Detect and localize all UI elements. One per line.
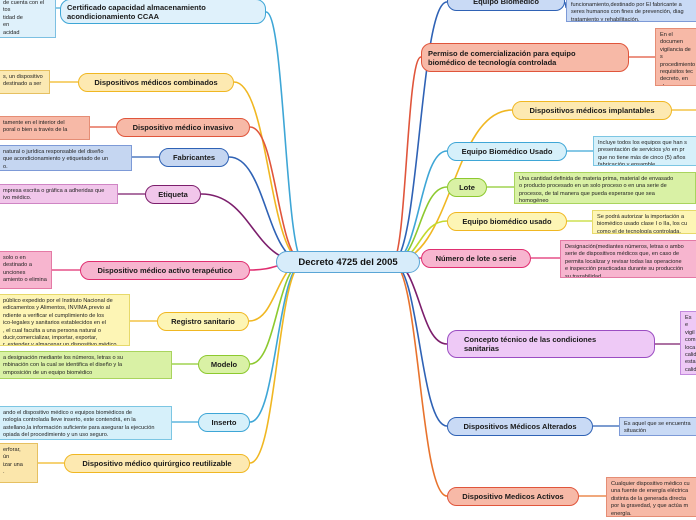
connector-10 [391,1,448,263]
note-numero-lote-serie: Designación(mediantes números, letras o … [560,240,696,278]
node-medicos-activos[interactable]: Dispositivo Medicos Activos [447,487,579,506]
connector-7 [249,261,305,365]
node-registro-sanitario[interactable]: Registro sanitario [157,312,249,331]
node-quirurgico-reutilizable[interactable]: Dispositivo médico quirúrgico reutilizab… [64,454,250,473]
note-medicos-activos: Cualquier dispositivo médico cu una fuen… [606,477,696,517]
note-dispositivos-combinados: s, un dispositivo destinado a ser [0,70,50,94]
node-equipo-usado[interactable]: Equipo Biomédico Usado [447,142,567,161]
note-lote: Una cantidad definida de materia prima, … [514,172,696,204]
note-certificado-ccaa: de cuenta con el tos tidad de en acidad [0,0,56,38]
connector-18 [391,261,448,427]
node-dispositivos-combinados[interactable]: Dispositivos médicos combinados [78,73,234,92]
connector-3 [228,156,305,263]
node-equipo-biomedico-usado[interactable]: Equipo biomédico usado [447,212,567,231]
connector-0 [265,11,305,263]
node-permiso-comercializacion[interactable]: Permiso de comercialización para equipo … [421,43,629,72]
note-quirurgico-reutilizable: erforar, ún izar una . [0,443,38,483]
node-alterados[interactable]: Dispositivos Médicos Alterados [447,417,593,436]
note-fabricantes: natural o jurídica responsable del diseñ… [0,145,132,171]
node-etiqueta[interactable]: Etiqueta [145,185,201,204]
connector-19 [391,261,448,497]
node-modelo[interactable]: Modelo [198,355,250,374]
note-registro-sanitario: público expedido por el Instituto Nacion… [0,294,130,346]
note-equipo-usado: Incluye todos los equipos que han s pres… [593,136,696,166]
note-equipo-biomedico-usado: Se podrá autorizar la importación a biom… [592,210,696,234]
node-activo-terapeutico[interactable]: Dispositivo médico activo terapéutico [80,261,250,280]
note-connector-10 [564,1,567,9]
node-fabricantes[interactable]: Fabricantes [159,148,229,167]
node-certificado-ccaa[interactable]: Certificado capacidad almacenamiento aco… [60,0,266,24]
connector-17 [391,261,448,345]
connector-13 [391,150,448,263]
note-activo-terapeutico: solo o en destinado a unciones amiento o… [0,251,52,289]
note-concepto-tecnico: Es e vigil com loca calid esta calid tan… [680,311,696,375]
node-numero-lote-serie[interactable]: Número de lote o serie [421,249,531,268]
note-etiqueta: mpresa escrita o gráfica a adheridas que… [0,184,118,204]
central-topic[interactable]: Decreto 4725 del 2005 [276,251,420,273]
note-modelo: a designación mediante los números, letr… [0,351,172,379]
node-equipo-biomedico[interactable]: Equipo Biomédico [447,0,565,11]
node-inserto[interactable]: Inserto [198,413,250,432]
note-dispositivo-invasivo: tamente en el interior del poral o bien … [0,116,90,140]
connector-8 [249,261,305,423]
connector-1 [233,81,305,263]
node-dispositivo-invasivo[interactable]: Dispositivo médico invasivo [116,118,250,137]
node-concepto-tecnico[interactable]: Concepto técnico de las condiciones sani… [447,330,655,358]
note-alterados: Es aquel que se encuentra situación [619,417,696,436]
note-permiso-comercializacion: En el documen vigilancia de s procedimie… [655,28,696,86]
node-implantables[interactable]: Dispositivos médicos implantables [512,101,672,120]
note-equipo-biomedico: funcionamiento,destinado por El fabrican… [566,0,696,22]
node-lote[interactable]: Lote [447,178,487,197]
note-inserto: ando el dispositivo médico o equipos bio… [0,406,172,440]
